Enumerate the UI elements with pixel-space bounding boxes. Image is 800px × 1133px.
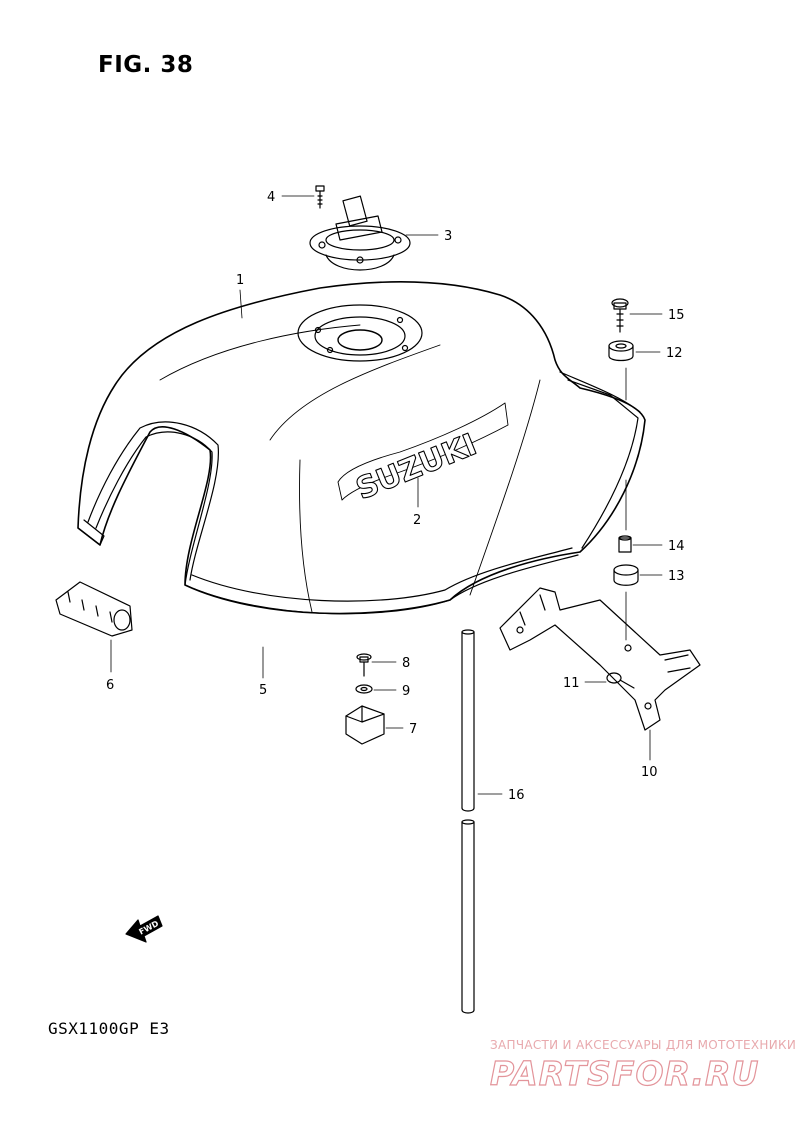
fuel-tank <box>77 281 646 615</box>
model-code: GSX1100GP E3 <box>48 1019 170 1038</box>
callout-10: 10 <box>641 765 658 780</box>
callout-16: 16 <box>508 788 525 803</box>
callout-12: 12 <box>666 346 683 361</box>
figure-title: FIG. 38 <box>98 52 194 78</box>
callout-5: 5 <box>259 683 267 698</box>
cushion-12 <box>608 340 634 362</box>
callout-14: 14 <box>668 539 685 554</box>
callout-13: 13 <box>668 569 685 584</box>
callout-labels: 1 2 3 4 5 6 7 8 9 10 11 12 13 14 15 16 <box>106 190 685 803</box>
forward-arrow-icon <box>125 915 163 943</box>
watermark-logo: PARTSFOR.RU <box>489 1053 760 1093</box>
callout-9: 9 <box>402 684 410 699</box>
callout-7: 7 <box>409 722 417 737</box>
bolt-15 <box>611 298 629 333</box>
cushion-7 <box>345 705 385 745</box>
washer-9 <box>355 684 373 694</box>
callout-2: 2 <box>413 513 421 528</box>
screw-8 <box>356 653 372 677</box>
callout-leaders <box>110 195 663 795</box>
callout-6: 6 <box>106 678 114 693</box>
watermark-tagline: ЗАПЧАСТИ И АКСЕССУАРЫ ДЛЯ МОТОТЕХНИКИ <box>490 1038 797 1052</box>
clip-6 <box>55 581 133 637</box>
cushion-13 <box>613 564 639 586</box>
callout-11: 11 <box>563 676 580 691</box>
callout-4: 4 <box>267 190 275 205</box>
cap-screw <box>315 185 325 209</box>
spacer-14 <box>618 535 632 553</box>
fuel-cap <box>309 195 411 271</box>
bolt-11 <box>606 672 635 689</box>
callout-1: 1 <box>236 273 244 288</box>
callout-8: 8 <box>402 656 410 671</box>
bracket <box>499 587 701 731</box>
callout-15: 15 <box>668 308 685 323</box>
callout-3: 3 <box>444 229 452 244</box>
tank-logo-text: SUZUKI <box>351 427 481 507</box>
hose <box>461 629 475 1014</box>
